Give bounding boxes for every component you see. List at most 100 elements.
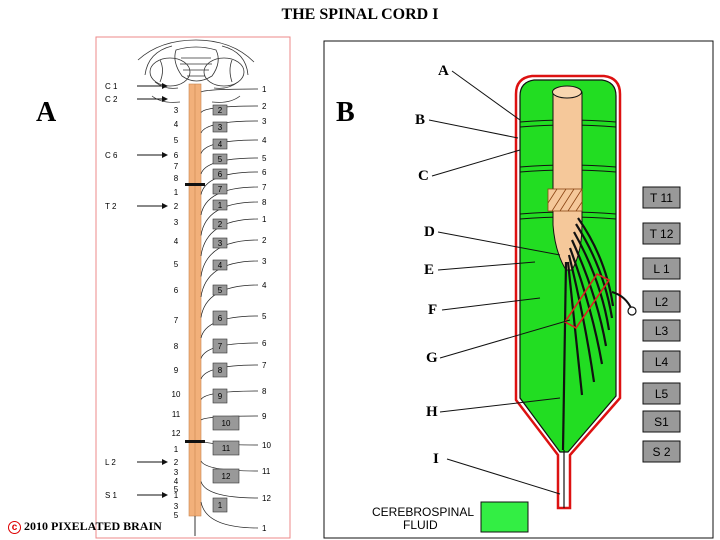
vertebra-number: 3: [174, 106, 179, 115]
vertebral-body-label: 6: [218, 314, 223, 323]
level-marker-label: L 2: [105, 458, 116, 467]
structure-label: E: [424, 262, 434, 278]
vertebral-body-label: 4: [218, 261, 223, 270]
vertebral-body-label: 7: [218, 185, 223, 194]
spinal-nerve: [200, 284, 259, 318]
vertebral-body-label: 2: [218, 220, 223, 229]
segment-box-label: L2: [655, 295, 669, 309]
vertebra-number: 8: [174, 342, 179, 351]
leader-line: [441, 297, 541, 311]
spinal-nerve: [200, 342, 259, 359]
nerve-number: 9: [262, 412, 267, 421]
spinal-nerve: [200, 460, 259, 472]
vertebra-number: 12: [172, 429, 181, 438]
vertebral-body-box: [212, 468, 240, 484]
nerve-number: 3: [262, 117, 267, 126]
panel-b-letter: B: [336, 97, 355, 128]
vertebral-body-box: [212, 497, 228, 513]
nerve-number: 6: [262, 168, 267, 177]
cauda-equina: [561, 217, 615, 451]
legend-label-line2: FLUID: [403, 518, 438, 532]
spinal-nerve: [200, 120, 259, 134]
leader-line: [446, 458, 561, 495]
segment-box: [642, 222, 681, 245]
thoracic-lumbar-junction: [185, 440, 205, 443]
cord-hatched-segment: [547, 188, 583, 212]
nerve-number: 12: [262, 494, 271, 503]
vertebral-body-label: 3: [218, 123, 223, 132]
vertebral-body-label: 6: [218, 170, 223, 179]
spinal-nerve: [200, 201, 259, 236]
nerve-ganglion: [627, 306, 637, 316]
nerve-number: 2: [262, 102, 267, 111]
segment-box: [642, 440, 681, 463]
vertebral-body-label: 8: [218, 366, 223, 375]
copyright-icon: c: [8, 521, 21, 534]
segment-box-label: L4: [655, 355, 669, 369]
segment-box: [642, 290, 681, 313]
nerve-number: 11: [262, 467, 271, 476]
structure-label: H: [426, 404, 438, 420]
arrow-head: [162, 459, 168, 465]
segment-box-label: L 1: [653, 262, 670, 276]
vertebra-number: 8: [174, 174, 179, 183]
vertebra-number: 11: [172, 410, 181, 419]
spinal-nerve: [200, 139, 259, 154]
vertebral-body-box: [212, 284, 228, 296]
level-marker-label: C 1: [105, 82, 118, 91]
arrow-head: [162, 492, 168, 498]
vertebra-number: 6: [174, 286, 179, 295]
spinal-nerve: [200, 88, 259, 93]
vertebra-number: 1: [174, 188, 179, 197]
segment-box: [642, 186, 681, 209]
arrow-head: [162, 96, 168, 102]
spinal-nerve: [200, 186, 259, 216]
spinal-nerve: [200, 501, 259, 529]
segment-box-label: T 12: [650, 227, 674, 241]
vertebral-body-box: [212, 415, 240, 431]
spinal-nerve: [200, 315, 259, 339]
spinal-nerve: [200, 171, 259, 195]
legend-swatch: [480, 501, 529, 533]
structure-label: B: [415, 112, 425, 128]
level-marker-label: T 2: [105, 202, 117, 211]
legend-label-line1: CEREBROSPINAL: [372, 505, 474, 519]
brainstem-sketch: [137, 39, 255, 103]
vertebral-body-box: [212, 388, 228, 404]
leader-line: [451, 70, 521, 121]
spinal-nerve: [200, 218, 259, 257]
vertebral-body-label: 1: [218, 501, 223, 510]
vertebral-body-box: [212, 440, 240, 456]
leader-line: [437, 261, 536, 271]
vertebra-number: 3: [174, 502, 179, 511]
nerve-number: 8: [262, 198, 267, 207]
vertebra-number: 7: [174, 162, 179, 171]
leader-line: [431, 149, 521, 177]
vertebra-number: 4: [174, 477, 179, 486]
vertebra-number: 4: [174, 237, 179, 246]
level-marker-label: C 2: [105, 95, 118, 104]
vertebra-number: 5: [174, 511, 179, 520]
panel-b-frame: [323, 40, 714, 539]
vertebra-number: 5: [174, 260, 179, 269]
vertebral-body-label: 11: [222, 444, 231, 453]
nerve-number: 6: [262, 339, 267, 348]
nerve-number: 4: [262, 136, 267, 145]
spinal-nerve: [200, 157, 259, 175]
nerve-number: 4: [262, 281, 267, 290]
vertebral-body-label: 3: [218, 239, 223, 248]
spinal-nerve: [200, 239, 259, 277]
level-markers: C 1C 2C 6T 2L 2S 1: [105, 82, 168, 500]
structure-label: C: [418, 168, 429, 184]
vertebral-body-box: [212, 104, 228, 116]
vertebral-body-label: 9: [218, 392, 223, 401]
vertebral-body-label: 5: [218, 155, 223, 164]
vertebra-number: 3: [174, 468, 179, 477]
segment-box: [642, 350, 681, 373]
vertebral-body-box: [212, 199, 228, 211]
vertebra-number: 7: [174, 316, 179, 325]
